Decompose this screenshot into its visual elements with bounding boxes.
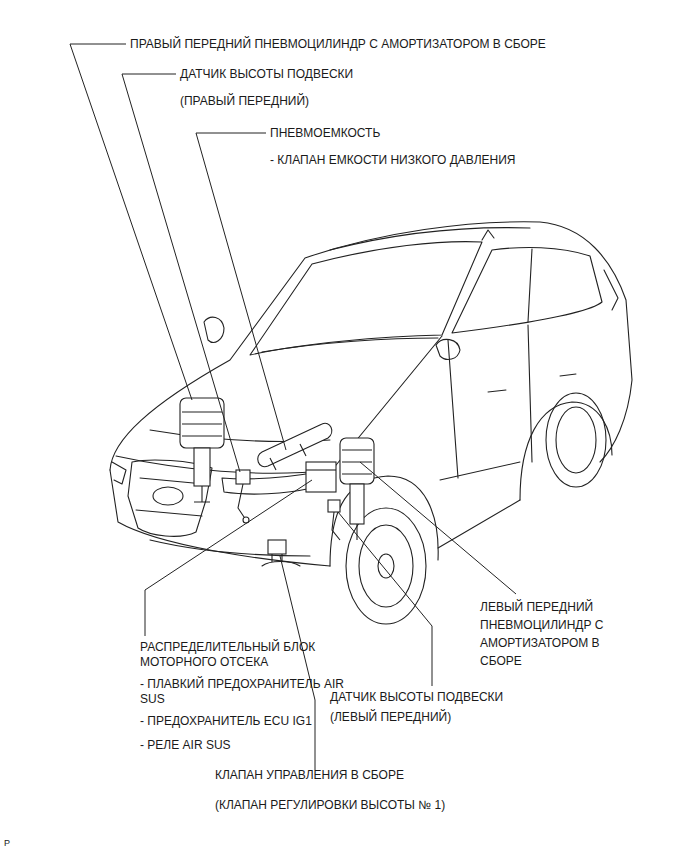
- part-label: - РЕЛЕ AIR SUS: [140, 738, 231, 753]
- part-label: ПНЕВМОЕМКОСТЬ: [270, 126, 380, 141]
- part-label: (КЛАПАН РЕГУЛИРОВКИ ВЫСОТЫ № 1): [215, 798, 445, 813]
- part-label: - КЛАПАН ЕМКОСТИ НИЗКОГО ДАВЛЕНИЯ: [270, 153, 516, 168]
- part-label: (ЛЕВЫЙ ПЕРЕДНИЙ): [330, 710, 451, 725]
- part-label: КЛАПАН УПРАВЛЕНИЯ В СБОРЕ: [215, 768, 404, 783]
- part-label: (ПРАВЫЙ ПЕРЕДНИЙ): [180, 94, 309, 109]
- part-label: ПРАВЫЙ ПЕРЕДНИЙ ПНЕВМОЦИЛИНДР С АМОРТИЗА…: [130, 37, 546, 52]
- figure-code: P: [4, 838, 10, 849]
- part-label: - ПЛАВКИЙ ПРЕДОХРАНИТЕЛЬ AIR SUS: [140, 677, 350, 707]
- part-label: ЛЕВЫЙ ПЕРЕДНИЙ ПНЕВМОЦИЛИНДР С АМОРТИЗАТ…: [480, 598, 630, 670]
- part-label: - ПРЕДОХРАНИТЕЛЬ ECU IG1: [140, 714, 312, 729]
- part-label: ДАТЧИК ВЫСОТЫ ПОДВЕСКИ: [180, 67, 353, 82]
- part-label: РАСПРЕДЕЛИТЕЛЬНЫЙ БЛОК МОТОРНОГО ОТСЕКА: [140, 640, 350, 670]
- part-label: ДАТЧИК ВЫСОТЫ ПОДВЕСКИ: [330, 690, 503, 705]
